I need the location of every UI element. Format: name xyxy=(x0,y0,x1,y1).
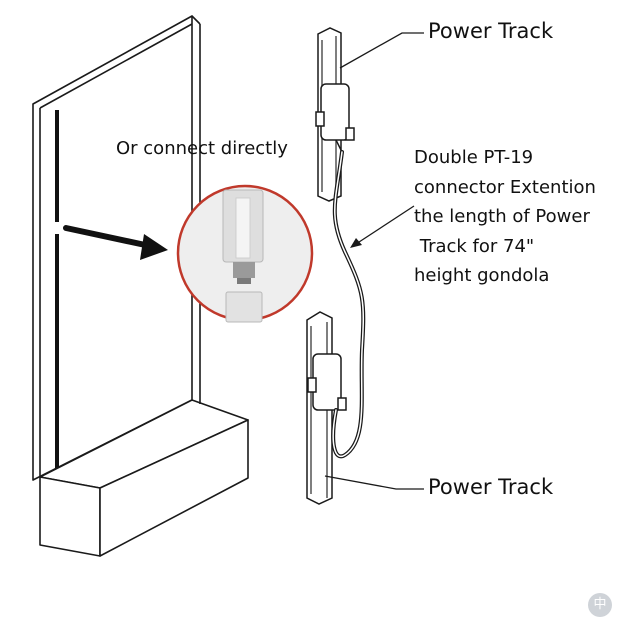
gondola-base-front xyxy=(39,476,101,557)
description-line: connector Extention xyxy=(414,176,596,198)
lower-connector-body xyxy=(312,353,342,411)
power-track-top-label: Power Track xyxy=(428,19,554,43)
upper-power-track xyxy=(315,27,355,202)
description-line: Double PT-19 xyxy=(414,147,534,168)
gondola-upright-top-ridge xyxy=(39,23,193,109)
connector-lower-block xyxy=(225,291,263,323)
leader-bottom xyxy=(324,475,424,490)
description-line: the length of Power xyxy=(414,206,590,227)
gondola-upright-right-edge xyxy=(191,15,201,25)
description-line: Track for 74" xyxy=(414,235,535,257)
gondola-panel xyxy=(32,15,249,557)
translate-badge-icon[interactable]: 中 xyxy=(588,593,612,617)
connector-description: Double PT-19 connector Extention the len… xyxy=(414,143,596,291)
upper-connector-body xyxy=(320,83,350,141)
connector-plug xyxy=(233,262,255,278)
leader-lines xyxy=(324,32,424,490)
pointer-arrow xyxy=(63,225,168,260)
lower-power-track xyxy=(306,311,347,505)
leader-top xyxy=(339,32,424,69)
closeup-circle xyxy=(176,184,314,323)
connect-directly-label: Or connect directly xyxy=(116,138,288,159)
gondola-base-side xyxy=(99,419,249,557)
leader-description-arrowhead xyxy=(350,238,362,248)
leader-description xyxy=(355,205,415,245)
description-line: height gondola xyxy=(414,265,550,286)
power-track-bottom-label: Power Track xyxy=(428,475,554,499)
